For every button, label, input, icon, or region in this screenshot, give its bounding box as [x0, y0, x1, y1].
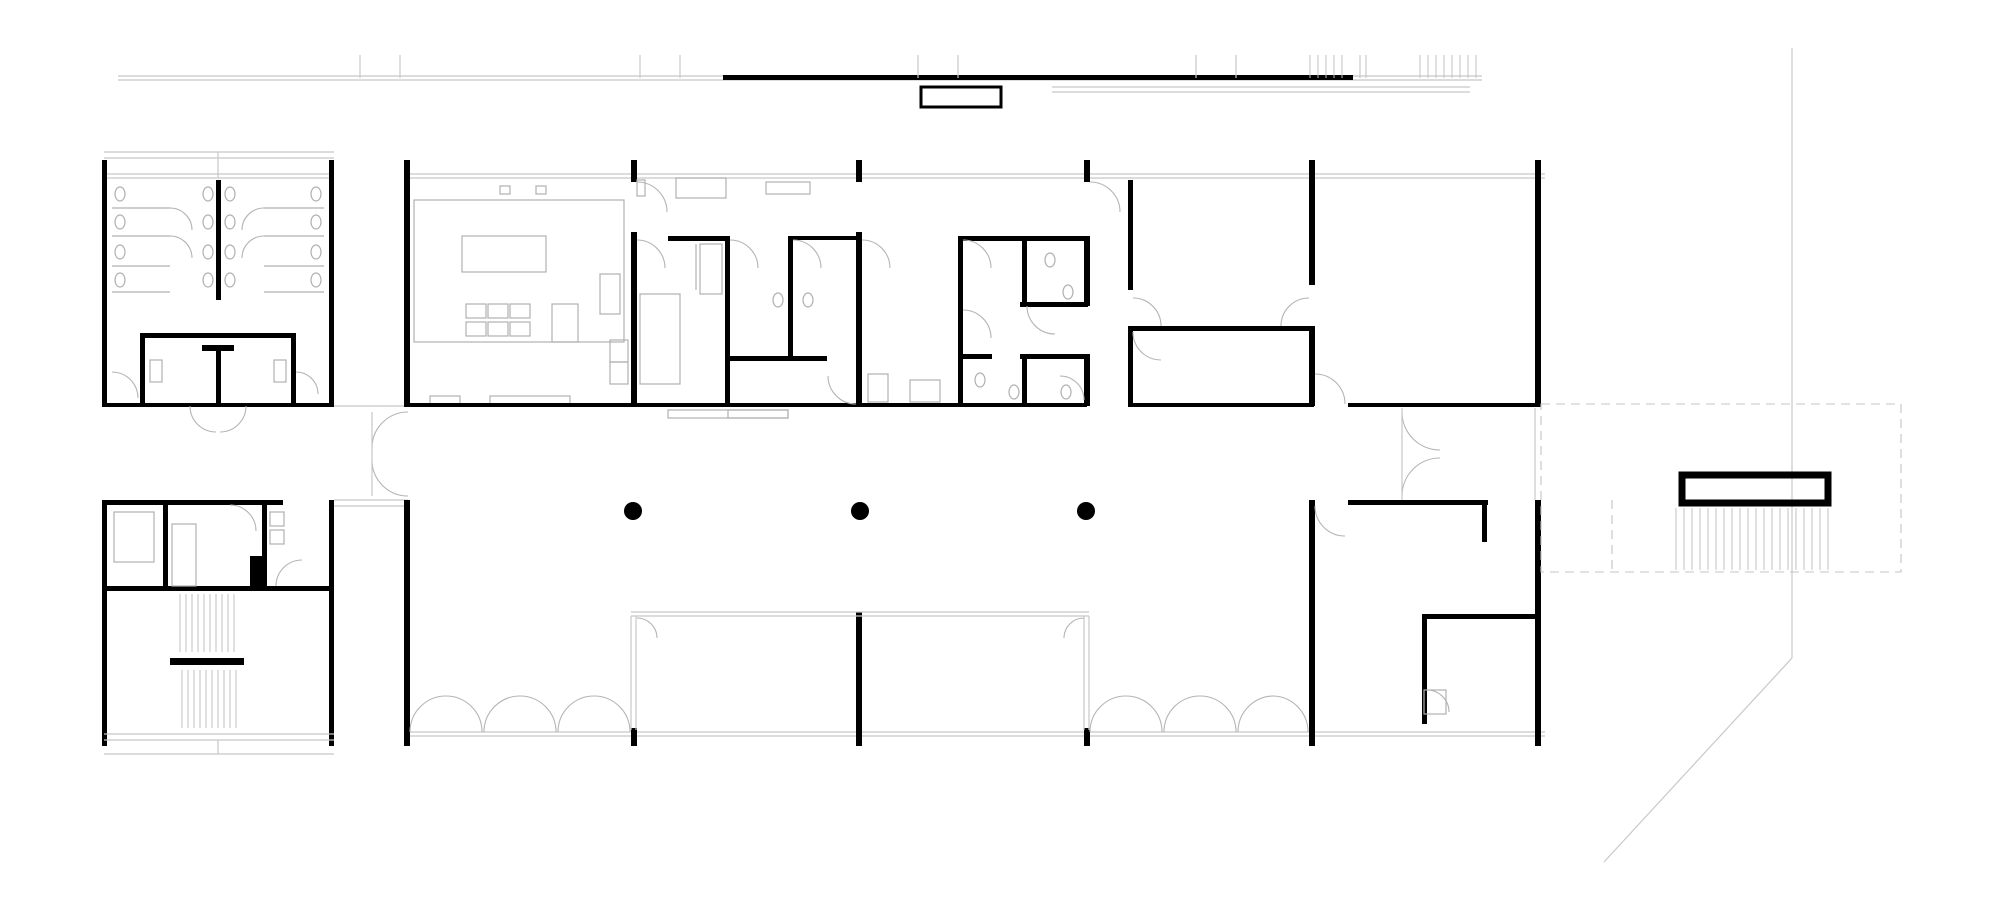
- stair-flight-left: [179, 594, 237, 728]
- toilet-stalls: [112, 186, 324, 293]
- column: [851, 502, 869, 520]
- facade-doors: [409, 695, 1309, 733]
- rooms-bottom-center: [630, 611, 1090, 730]
- column: [1077, 502, 1095, 520]
- top-rail-stairs: [1309, 55, 1477, 78]
- top-canopy: [118, 55, 1482, 109]
- site-boundary: [1603, 48, 1793, 863]
- toilet-block: [102, 151, 334, 433]
- stair-block: [102, 500, 334, 755]
- rooms-bottom-right: [1314, 408, 1540, 724]
- stair-flight-east: [1675, 508, 1829, 570]
- rooms-top-right: [1128, 180, 1541, 407]
- main-building: [404, 160, 1545, 746]
- kitchen: [404, 185, 634, 407]
- east-terrace: [1540, 403, 1902, 573]
- service-core: [631, 177, 1121, 419]
- column: [624, 502, 642, 520]
- connector-corridor: [334, 405, 409, 507]
